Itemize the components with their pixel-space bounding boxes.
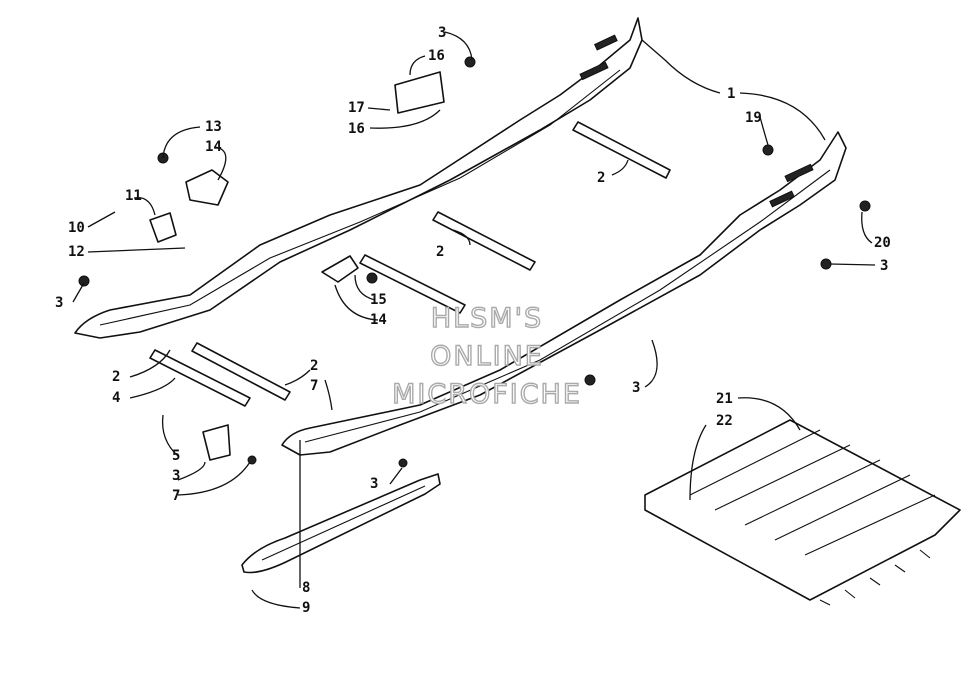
callout-3: 3 bbox=[172, 468, 180, 484]
callout-2: 2 bbox=[597, 170, 605, 186]
ski bbox=[241, 473, 441, 574]
callout-labels: 1 2 2 2 2 3 3 3 3 3 3 4 5 7 7 8 9 10 11 … bbox=[55, 25, 891, 616]
callout-3: 3 bbox=[880, 258, 888, 274]
cross-shafts bbox=[149, 121, 671, 407]
callout-5: 5 bbox=[172, 448, 180, 464]
watermark-line-2: ONLINE bbox=[430, 341, 544, 372]
callout-14: 14 bbox=[205, 139, 222, 155]
callout-19: 19 bbox=[745, 110, 762, 126]
callout-16: 16 bbox=[428, 48, 445, 64]
watermark-line-1: HLSM'S bbox=[431, 303, 543, 334]
callout-11: 11 bbox=[125, 188, 142, 204]
callout-2: 2 bbox=[436, 244, 444, 260]
callout-3: 3 bbox=[632, 380, 640, 396]
leader-lines bbox=[72, 31, 876, 609]
callout-10: 10 bbox=[68, 220, 85, 236]
callout-1: 1 bbox=[727, 86, 735, 102]
callout-16: 16 bbox=[348, 121, 365, 137]
watermark: HLSM'S ONLINE MICROFICHE bbox=[391, 302, 582, 410]
left-skid-frame-rail bbox=[74, 17, 643, 339]
callout-7: 7 bbox=[310, 378, 318, 394]
callout-8: 8 bbox=[302, 580, 310, 596]
right-skid-frame-rail bbox=[281, 131, 847, 456]
callout-20: 20 bbox=[874, 235, 891, 251]
callout-15: 15 bbox=[370, 292, 387, 308]
callout-3: 3 bbox=[370, 476, 378, 492]
callout-9: 9 bbox=[302, 600, 310, 616]
callout-7: 7 bbox=[172, 488, 180, 504]
callout-12: 12 bbox=[68, 244, 85, 260]
watermark-line-3: MICROFICHE bbox=[392, 379, 582, 410]
callout-13: 13 bbox=[205, 119, 222, 135]
track-section bbox=[644, 419, 961, 606]
callout-14: 14 bbox=[370, 312, 387, 328]
callout-22: 22 bbox=[716, 413, 733, 429]
callout-3: 3 bbox=[55, 295, 63, 311]
callout-2: 2 bbox=[310, 358, 318, 374]
callout-21: 21 bbox=[716, 391, 733, 407]
callout-3: 3 bbox=[438, 25, 446, 41]
callout-2: 2 bbox=[112, 369, 120, 385]
hardware-parts bbox=[78, 56, 871, 468]
callout-4: 4 bbox=[112, 390, 120, 406]
callout-17: 17 bbox=[348, 100, 365, 116]
